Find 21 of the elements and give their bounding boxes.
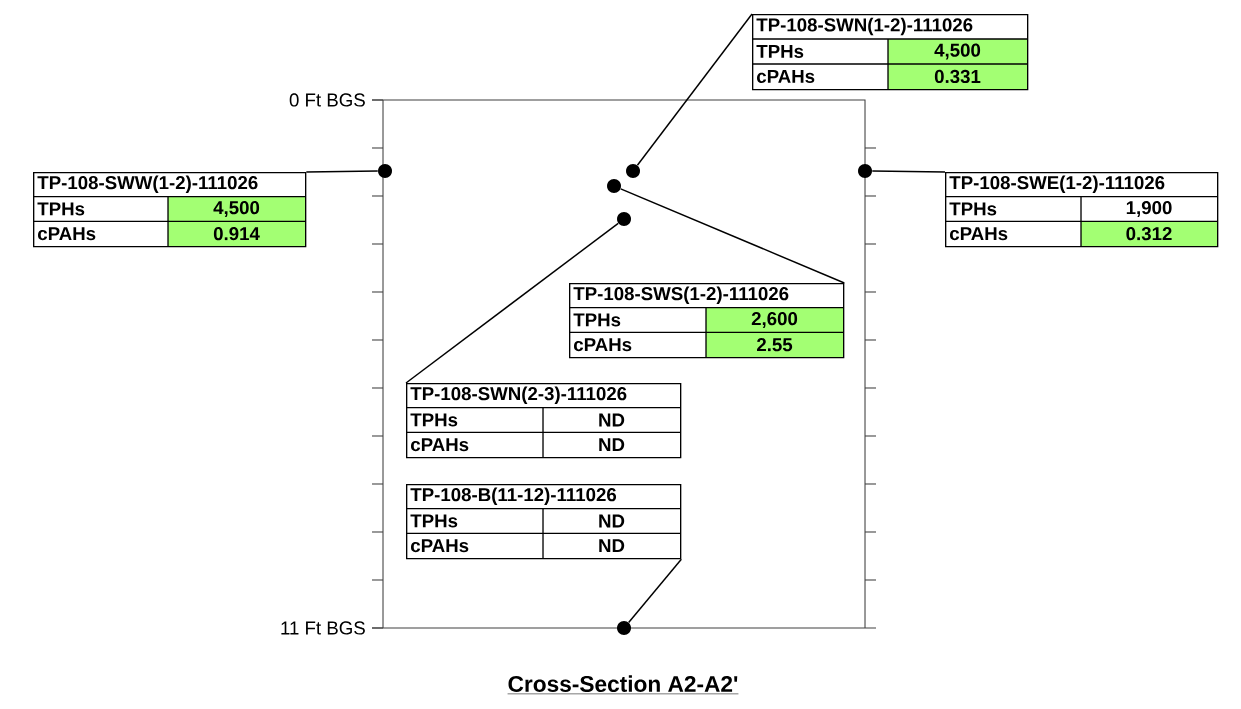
data-table: TP-108-SWE(1-2)-111026 TPHs 1,900 cPAHs 0.312: [944, 172, 1219, 248]
data-table: TP-108-SWN(1-2)-111026 TPHs 4,500 cPAHs 0.331: [751, 14, 1029, 91]
leader-line: [627, 558, 683, 624]
leader-line: [871, 170, 946, 173]
sample-point: [617, 621, 631, 635]
sample-point: [607, 179, 621, 193]
depth-label: 11 Ft BGS: [281, 621, 365, 635]
leader-line: [405, 222, 619, 384]
sample-point: [378, 164, 392, 178]
leader-line: [305, 170, 379, 173]
data-table: TP-108-SWS(1-2)-111026 TPHs 2,600 cPAHs 2.55: [568, 283, 845, 359]
leader-line: [636, 13, 753, 166]
section-title: Cross-Section A2-A2': [507, 675, 739, 695]
data-table: TP-108-SWN(2-3)-111026 TPHs ND cPAHs ND: [405, 383, 682, 459]
data-table: TP-108-B(11-12)-111026 TPHs ND cPAHs ND: [405, 484, 682, 560]
data-table: TP-108-SWW(1-2)-111026 TPHs 4,500 cPAHs 0.914: [32, 172, 307, 248]
sample-point: [858, 164, 872, 178]
leader-line: [619, 188, 846, 284]
sample-point: [626, 164, 640, 178]
sample-point: [617, 212, 631, 226]
depth-label: 0 Ft BGS: [289, 93, 365, 107]
